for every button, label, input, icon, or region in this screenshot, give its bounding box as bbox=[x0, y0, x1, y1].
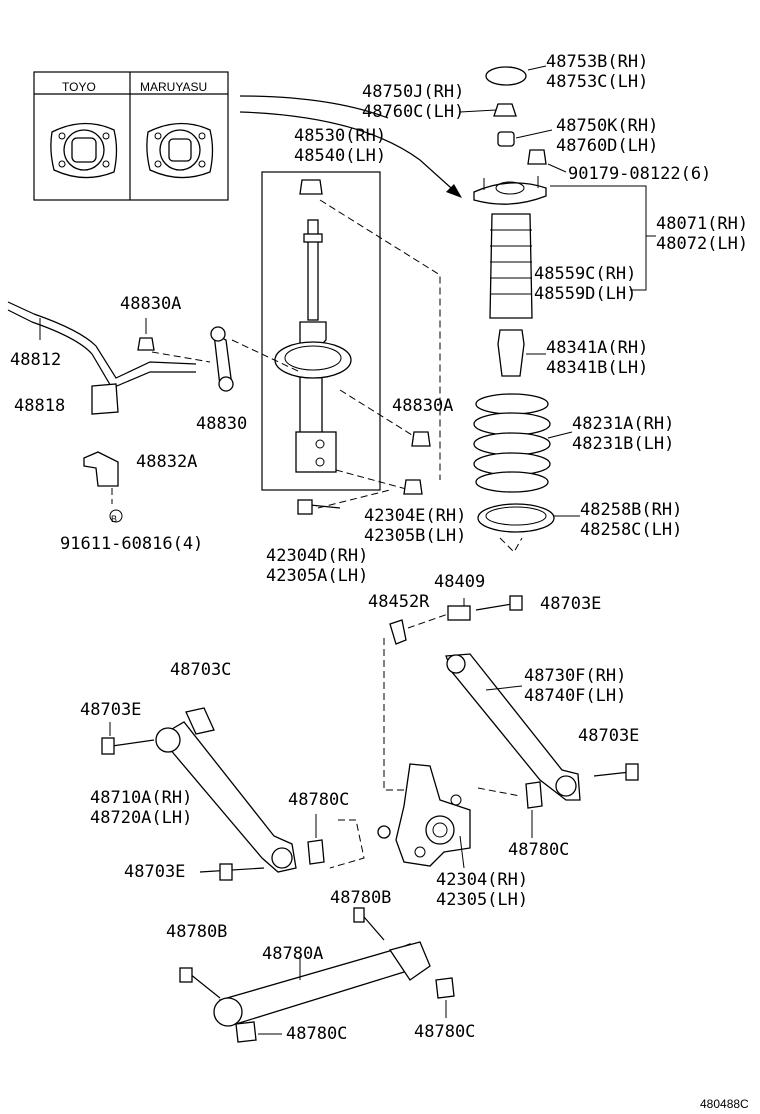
part-42304: 42304(RH) 42305(LH) bbox=[436, 870, 529, 910]
part-48341a: 48341A(RH) 48341B(LH) bbox=[546, 338, 649, 378]
coil-spring bbox=[473, 393, 551, 493]
part-48710a: 48710A(RH) 48720A(LH) bbox=[90, 788, 193, 828]
part-48703c: 48703C bbox=[170, 660, 232, 680]
part-48703e-2: 48703E bbox=[80, 700, 142, 720]
part-48780c-2: 48780C bbox=[508, 840, 570, 860]
part-48812: 48812 bbox=[10, 350, 62, 370]
part-48071: 48071(RH) 48072(LH) bbox=[656, 214, 749, 254]
part-48780b-2: 48780B bbox=[166, 922, 228, 942]
part-48750k: 48750K(RH) 48760D(LH) bbox=[556, 116, 659, 156]
part-91611: 91611-60816(4) bbox=[60, 534, 204, 554]
steering-knuckle bbox=[377, 763, 471, 867]
part-90179: 90179-08122(6) bbox=[568, 164, 712, 184]
part-48780b-1: 48780B bbox=[330, 888, 392, 908]
diagram-code: 480488C bbox=[700, 1097, 749, 1111]
part-48753b: 48753B(RH) 48753C(LH) bbox=[546, 52, 649, 92]
part-42304d: 42304D(RH) 42305A(LH) bbox=[266, 546, 369, 586]
part-48730f: 48730F(RH) 48740F(LH) bbox=[524, 666, 627, 706]
inset-brand-toyo: TOYO bbox=[62, 80, 96, 94]
part-48409: 48409 bbox=[434, 572, 486, 592]
part-91611-mark: B bbox=[111, 514, 118, 524]
part-48780c-3: 48780C bbox=[286, 1024, 348, 1044]
part-48780a: 48780A bbox=[262, 944, 324, 964]
part-48780c-1: 48780C bbox=[288, 790, 350, 810]
part-48258b: 48258B(RH) 48258C(LH) bbox=[580, 500, 683, 540]
part-48818: 48818 bbox=[14, 396, 66, 416]
part-48703e-4: 48703E bbox=[124, 862, 186, 882]
part-48830a-top: 48830A bbox=[120, 294, 182, 314]
part-48830: 48830 bbox=[196, 414, 248, 434]
part-48830a-mid: 48830A bbox=[392, 396, 454, 416]
part-48452r: 48452R bbox=[368, 592, 430, 612]
part-48231a: 48231A(RH) 48231B(LH) bbox=[572, 414, 675, 454]
strut-mount-inset bbox=[33, 71, 229, 201]
part-48703e-1: 48703E bbox=[540, 594, 602, 614]
inset-brand-maruyasu: MARUYASU bbox=[140, 80, 208, 94]
part-48750j: 48750J(RH) 48760C(LH) bbox=[362, 82, 465, 122]
part-48559c: 48559C(RH) 48559D(LH) bbox=[534, 264, 637, 304]
part-48780c-4: 48780C bbox=[414, 1022, 476, 1042]
part-48832a: 48832A bbox=[136, 452, 198, 472]
part-48530: 48530(RH) 48540(LH) bbox=[294, 126, 387, 166]
part-48703e-3: 48703E bbox=[578, 726, 640, 746]
part-42304e: 42304E(RH) 42305B(LH) bbox=[364, 506, 467, 546]
